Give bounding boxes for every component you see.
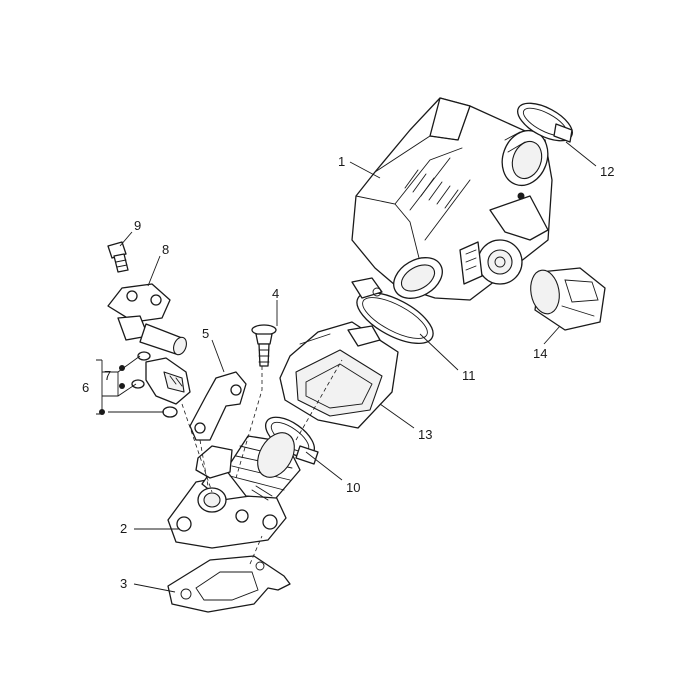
callout-6: 6 [82,380,89,395]
part-injector-kit [99,351,191,418]
callout-8: 8 [162,242,169,257]
callout-7: 7 [104,368,111,383]
callout-11: 11 [462,368,476,383]
callout-1: 1 [338,154,345,169]
part-large-hose-clamp [351,277,434,344]
part-intake-manifold [167,432,301,549]
callout-2: 2 [120,521,127,536]
callout-3: 3 [120,576,127,591]
part-screw [251,324,277,367]
part-spacer-adapter [279,321,399,429]
callout-9: 9 [134,218,141,233]
callout-labels: 1 2 3 4 5 6 7 8 9 10 11 12 13 14 [82,154,614,591]
callout-4: 4 [272,286,279,301]
assembly-lines [181,359,343,565]
part-bolt [107,241,129,273]
part-injector-holder [107,283,187,356]
part-hose-clamp-top [517,102,573,143]
part-intake-boot [530,267,606,331]
part-throttle-body [351,97,553,301]
leader-lines [96,141,597,593]
callout-12: 12 [600,164,614,179]
callout-5: 5 [202,326,209,341]
callout-13: 13 [418,427,432,442]
callout-10: 10 [346,480,360,495]
part-gasket [167,555,291,613]
callout-14: 14 [533,346,547,361]
